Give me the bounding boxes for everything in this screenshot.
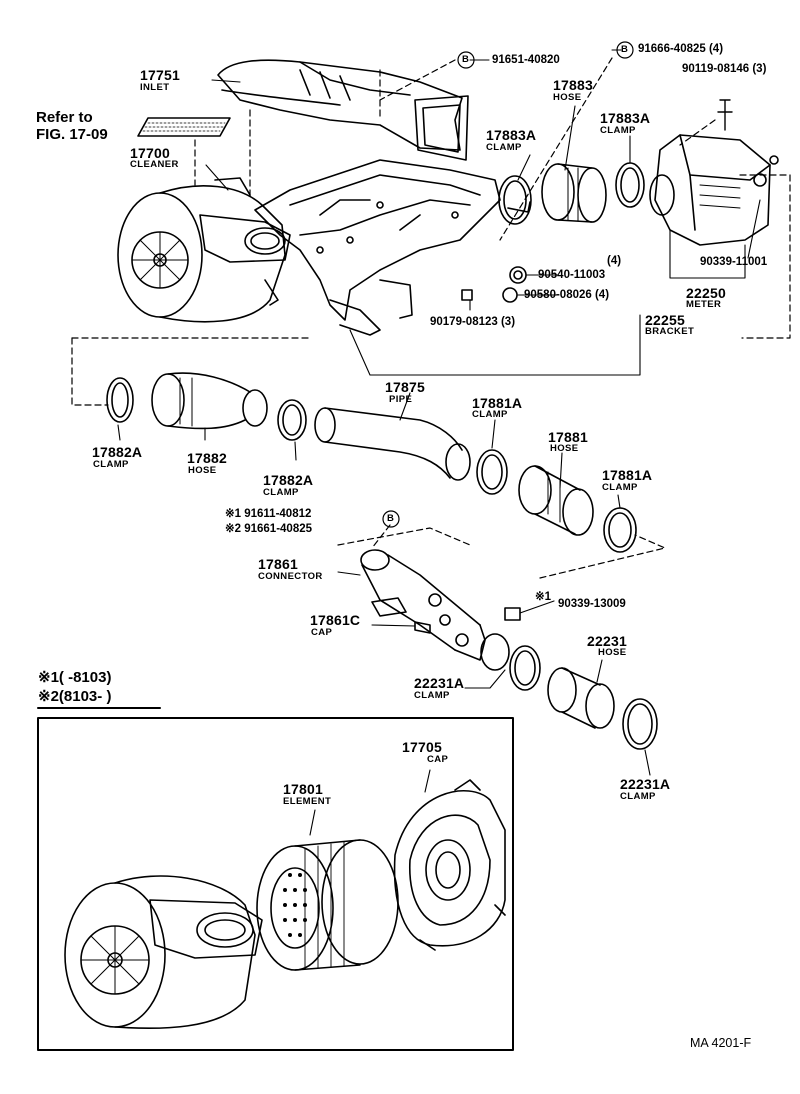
clamp-17883a-left-number: 17883A <box>486 127 537 143</box>
hose-17882-number: 17882 <box>187 450 227 466</box>
hose-17883-number: 17883 <box>553 77 593 93</box>
legend-line1: ※1( -8103) <box>38 669 112 686</box>
clamp-17882a-right-name: CLAMP <box>263 487 299 498</box>
clamp-17882a-left-number: 17882A <box>92 444 143 460</box>
hose-17882-name: HOSE <box>188 465 217 476</box>
inset-box <box>37 707 514 1051</box>
cap-17705-number: 17705 <box>402 739 442 755</box>
b-marker-2: B <box>621 44 629 55</box>
clamp-17881a-top-number: 17881A <box>472 395 523 411</box>
b-marker-1: B <box>462 54 470 65</box>
filter-sheet-drawing <box>137 117 231 137</box>
pn-91651: 91651-40820 <box>492 54 560 66</box>
cleaner-number: 17700 <box>130 145 170 161</box>
inlet-name: INLET <box>140 82 170 93</box>
bracket-bolts-drawing <box>461 266 527 303</box>
clamp-22231a-left-name: CLAMP <box>414 690 450 701</box>
pipe-name: PIPE <box>389 394 413 405</box>
hose-17883-name: HOSE <box>553 92 582 103</box>
connector-name: CONNECTOR <box>258 571 323 582</box>
connector-17861-drawing <box>360 549 521 661</box>
assembly-guide-lines <box>71 57 791 579</box>
pipe-number: 17875 <box>385 379 425 395</box>
clamp-17883a-right-number: 17883A <box>600 110 651 126</box>
pn-91611: ※1 91611-40812 <box>225 508 312 520</box>
clamp-17883a-right-name: CLAMP <box>600 125 636 136</box>
pn-90179: 90179-08123 (3) <box>430 316 516 328</box>
clamp-22231a-left-number: 22231A <box>414 675 465 691</box>
cap-17705-name: CAP <box>427 754 449 765</box>
clamp-17882a-left-name: CLAMP <box>93 459 129 470</box>
pn-90339-13009-mark: ※1 <box>535 591 552 603</box>
meter-name: METER <box>686 299 722 310</box>
hose-17882-set-drawing <box>106 372 307 441</box>
legend-line2: ※2(8103- ) <box>38 688 112 705</box>
bracket-number: 22255 <box>645 312 685 328</box>
bracket-name: BRACKET <box>645 326 695 337</box>
meter-drawing <box>649 99 779 246</box>
pn-90580: 90580-08026 (4) <box>524 289 610 301</box>
hose-22231-set-drawing <box>480 633 658 750</box>
element-name: ELEMENT <box>283 796 332 807</box>
figure-code: MA 4201-F <box>690 1036 752 1050</box>
b-marker-3: B <box>387 513 395 524</box>
refer-note-line2: FIG. 17-09 <box>36 126 108 143</box>
hose-22231-number: 22231 <box>587 633 627 649</box>
clamp-17882a-right-number: 17882A <box>263 472 314 488</box>
bracket-drawing <box>254 159 501 336</box>
hose-17881-name: HOSE <box>550 443 579 454</box>
cleaner-drawing <box>117 177 291 323</box>
clamp-17881a-top-name: CLAMP <box>472 409 508 420</box>
pn-91666: 91666-40825 (4) <box>638 43 724 55</box>
refer-note-line1: Refer to <box>36 109 93 126</box>
leader-lines <box>117 49 761 836</box>
meter-number: 22250 <box>686 285 726 301</box>
pn-90339-11001: 90339-11001 <box>700 256 768 268</box>
inlet-number: 17751 <box>140 67 180 83</box>
b-marker-circles <box>382 41 634 528</box>
pn-90540: 90540-11003 <box>538 269 606 281</box>
pn-91661: ※2 91661-40825 <box>225 523 313 535</box>
clamp-17883a-left-name: CLAMP <box>486 142 522 153</box>
pn-90540-qty: (4) <box>607 255 622 267</box>
clamp-17881a-bottom-name: CLAMP <box>602 482 638 493</box>
element-number: 17801 <box>283 781 323 797</box>
pn-90119: 90119-08146 (3) <box>682 63 767 75</box>
clamp-22231a-right-number: 22231A <box>620 776 671 792</box>
pipe-17875-drawing <box>314 407 508 495</box>
inlet-drawing <box>217 59 469 161</box>
clamp-17881a-bottom-number: 17881A <box>602 467 653 483</box>
cleaner-name: CLEANER <box>130 159 179 170</box>
hose-22231-name: HOSE <box>598 647 627 658</box>
connector-number: 17861 <box>258 556 298 572</box>
hose-17881-number: 17881 <box>548 429 588 445</box>
clamp-22231a-right-name: CLAMP <box>620 791 656 802</box>
cap-17861c-name: CAP <box>311 627 333 638</box>
cap-17861c-number: 17861C <box>310 612 361 628</box>
pn-90339-13009: 90339-13009 <box>558 598 626 610</box>
hose-17883-drawing <box>498 162 645 225</box>
